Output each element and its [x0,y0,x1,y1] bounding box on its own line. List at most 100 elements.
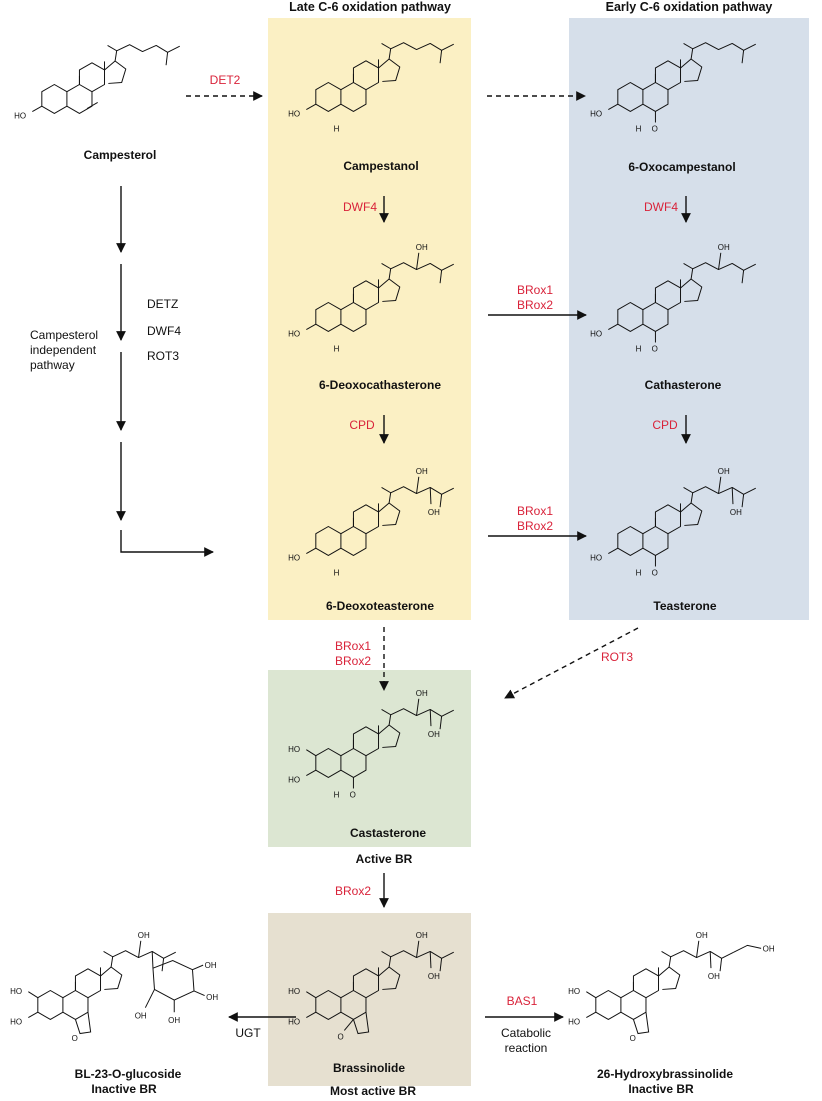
oxygen-label: O [652,125,658,134]
enzyme-brox2-castasterone: BRox2 [334,654,372,668]
hydrogen-label: H [636,125,642,134]
compound-castasterone: Castasterone [349,826,427,840]
enzyme-ugt: UGT [235,1026,261,1040]
hydroxyl-label: HO [288,329,300,338]
hydroxyl-label: HO [590,109,602,118]
hydroxyl-label: OH [416,931,428,940]
hydroxyl-label: OH [138,931,150,940]
compound-deoxocathasterone: 6-Deoxocathasterone [318,378,442,392]
hydroxyl-label: HO [568,987,580,996]
enzyme-brox2-upper: BRox2 [516,298,554,312]
hydroxyl-label: OH [205,961,217,970]
compound-teasterone: Teasterone [653,599,717,613]
castasterone-panel [268,670,471,847]
compound-campesterol: Campesterol [83,148,157,162]
enzyme-bas1: BAS1 [506,994,538,1008]
hydrogen-label: H [636,569,642,578]
catabolic-line2: reaction [504,1041,548,1055]
hydroxyl-label: HO [288,109,300,118]
enzyme-brox2-lower: BRox2 [516,519,554,533]
enzyme-brox2-brassinolide: BRox2 [334,884,372,898]
hydroxyl-label: OH [168,1016,180,1025]
enzyme-brox1-lower: BRox1 [516,504,554,518]
hydroxyl-label: OH [708,972,720,981]
arrow-independent-5 [120,530,214,557]
compound-brassinolide: Brassinolide [332,1061,406,1075]
enzyme-det2: DET2 [209,73,241,87]
independent-pathway-line3: pathway [30,358,75,372]
deoxocathasterone-structure: HO H OH [288,243,455,354]
compound-deoxoteasterone: 6-Deoxoteasterone [325,599,435,613]
enzyme-cpd-late: CPD [349,418,375,432]
oxygen-label: O [72,1034,78,1043]
enzyme-dwf4-early: DWF4 [644,200,678,214]
catabolic-line1: Catabolic [500,1026,552,1040]
early-pathway-panel [569,18,809,620]
teasterone-structure: HO H O OH OH [590,467,757,578]
compound-oxocampestanol: 6-Oxocampestanol [628,160,736,174]
hydroxyl-label: OH [135,1011,147,1020]
glucoside-structure: HO HO O OH OH OH OH OH [10,931,218,1043]
hydroxyl-label: HO [14,111,26,120]
hydroxyl-label: HO [10,987,22,996]
enzyme-brox1-upper: BRox1 [516,283,554,297]
oxygen-label: O [350,791,356,800]
oxygen-label: O [652,569,658,578]
compound-glucoside: BL-23-O-glucoside [74,1067,182,1081]
hydroxyl-label: OH [416,689,428,698]
independent-rot3: ROT3 [147,349,180,363]
hydroxyl-label: OH [718,467,730,476]
campesterol-structure: HO [14,44,181,120]
hydroxyl-label: OH [696,931,708,940]
compound-hydroxybrassinolide: 26-Hydroxybrassinolide [596,1067,734,1081]
status-most-active-br: Most active BR [329,1084,417,1098]
hydroxyl-label: OH [206,993,218,1002]
hydrogen-label: H [334,345,340,354]
oxocampestanol-structure: HO H O [590,42,757,134]
hydroxyl-label: HO [568,1017,580,1026]
hydroxyl-label: OH [428,730,440,739]
hydroxyl-label: HO [288,775,300,784]
enzyme-cpd-early: CPD [652,418,678,432]
cathasterone-structure: HO H O OH [590,243,757,354]
brassinolide-panel [268,913,471,1086]
late-pathway-header: Late C-6 oxidation pathway [289,0,451,14]
enzyme-dwf4-late: DWF4 [343,200,377,214]
hydroxybrassinolide-structure: HO HO O OH OH OH [568,931,775,1043]
hydroxyl-label: HO [288,1017,300,1026]
hydroxyl-label: HO [10,1017,22,1026]
independent-detz: DETZ [147,297,179,311]
compound-cathasterone: Cathasterone [644,378,722,392]
hydroxyl-label: HO [288,553,300,562]
hydroxyl-label: OH [428,508,440,517]
status-active-br: Active BR [355,852,413,866]
hydrogen-label: H [636,345,642,354]
hydroxyl-label: OH [416,467,428,476]
oxygen-label: O [337,1033,343,1042]
hydroxyl-label: HO [590,553,602,562]
status-inactive-left: Inactive BR [91,1082,157,1096]
compound-campestanol: Campestanol [343,159,419,173]
oxygen-label: O [630,1034,636,1043]
enzyme-brox1-castasterone: BRox1 [334,639,372,653]
arrow-rot3-to-castasterone [504,627,639,699]
hydroxyl-label: OH [730,508,742,517]
hydrogen-label: H [334,791,340,800]
hydroxyl-label: HO [590,329,602,338]
hydrogen-label: H [334,125,340,134]
brassinolide-structure: HO HO O OH OH [288,931,455,1042]
late-pathway-panel [268,18,471,620]
oxygen-label: O [652,345,658,354]
independent-dwf4: DWF4 [147,324,181,338]
hydrogen-label: H [334,569,340,578]
independent-pathway-line2: independent [30,343,97,357]
status-inactive-right: Inactive BR [628,1082,694,1096]
hydroxyl-label: OH [428,972,440,981]
campestanol-structure: HO H [288,42,455,134]
early-pathway-header: Early C-6 oxidation pathway [605,0,773,14]
deoxoteasterone-structure: HO H OH OH [288,467,455,578]
castasterone-structure: HO HO H O OH OH [288,689,455,800]
hydroxyl-label: HO [288,745,300,754]
independent-pathway-line1: Campesterol [30,328,99,342]
